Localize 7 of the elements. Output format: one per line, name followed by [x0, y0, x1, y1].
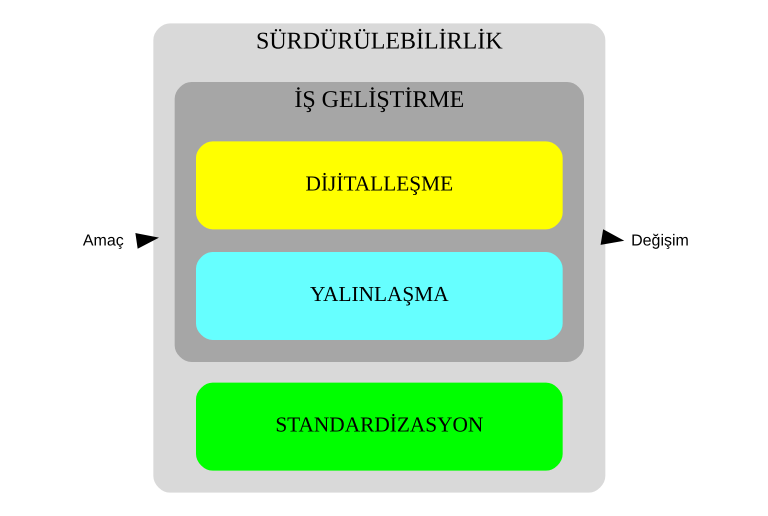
arrow: [135, 233, 159, 249]
node-box: STANDARDİZASYON: [196, 382, 563, 471]
arrow: [600, 229, 624, 245]
node-box: YALINLAŞMA: [196, 252, 563, 340]
node-text: Amaç: [82, 232, 124, 250]
node-box: DİJİTALLEŞME: [196, 141, 563, 230]
node-text: Değişim: [631, 232, 689, 250]
